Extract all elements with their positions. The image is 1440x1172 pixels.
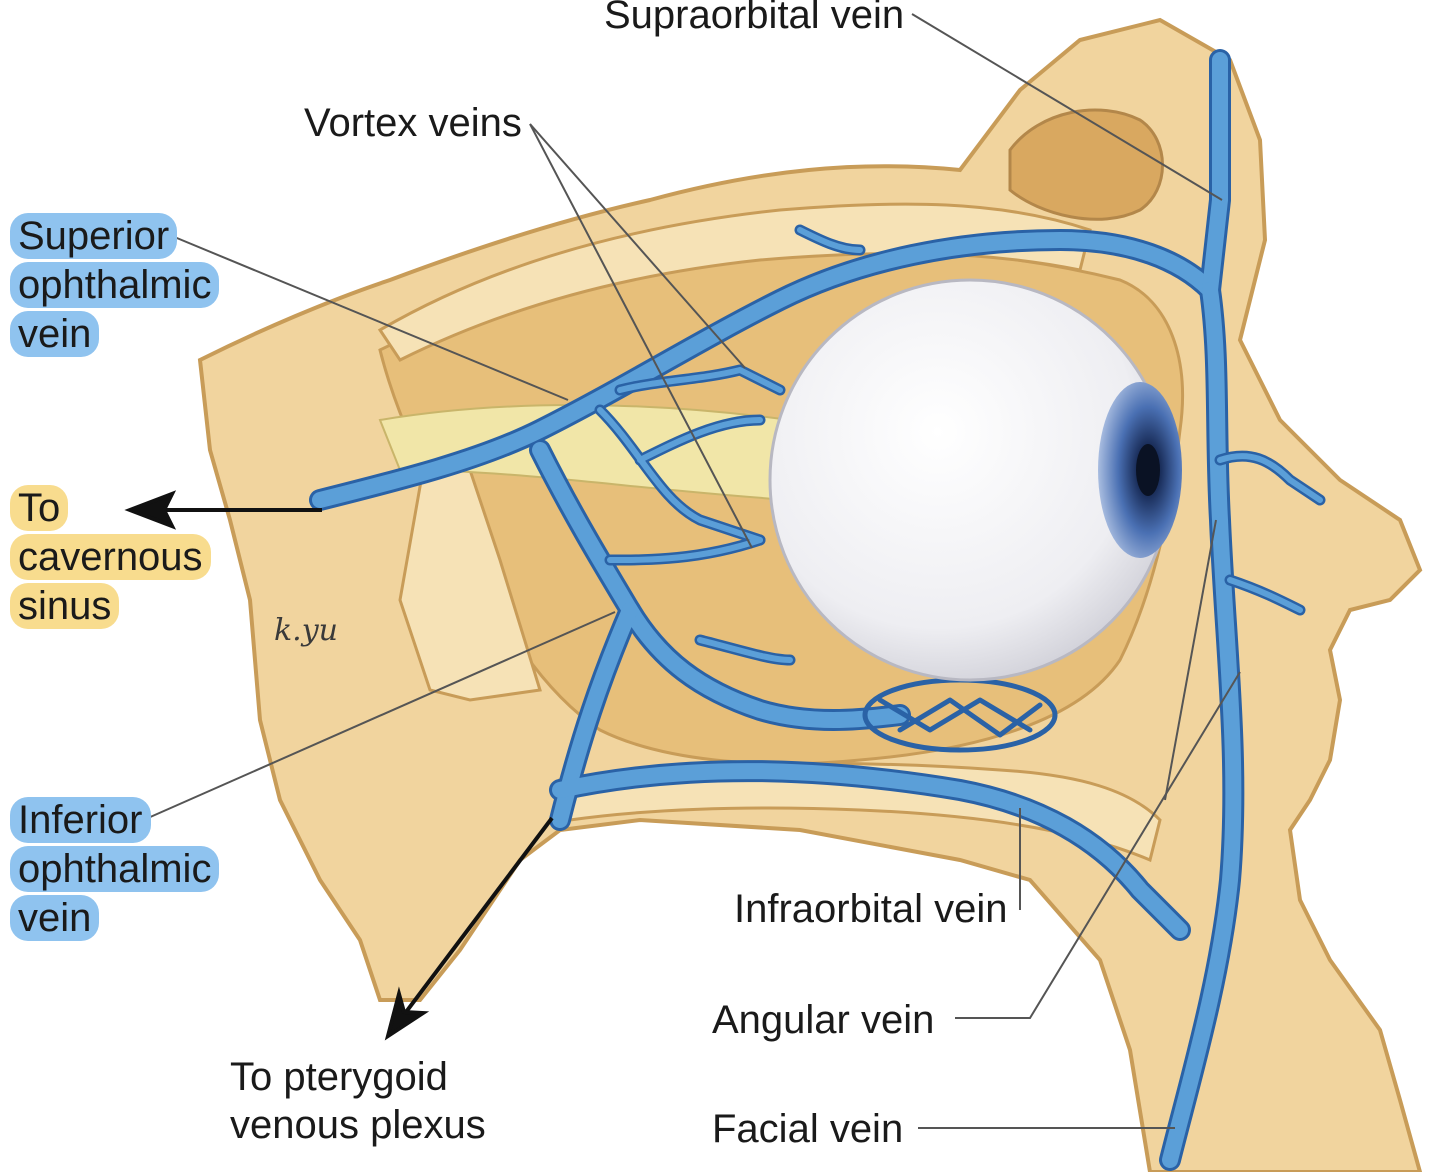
superior-line-1: Superior — [10, 213, 178, 259]
label-vortex-veins: Vortex veins — [304, 101, 522, 145]
artist-signature: k.yu — [274, 613, 338, 648]
cavernous-line-2: cavernous — [10, 534, 211, 580]
label-supraorbital-vein: Supraorbital vein — [604, 0, 905, 37]
inferior-line-2: ophthalmic — [10, 846, 220, 892]
leader-lines — [147, 13, 1241, 1129]
frontal-sinus — [1008, 108, 1164, 221]
superior-line-2: ophthalmic — [10, 262, 220, 308]
vein-network — [309, 49, 1326, 1171]
pterygoid-line-1: To pterygoid — [230, 1055, 448, 1099]
label-infraorbital-vein: Infraorbital vein — [734, 887, 1008, 931]
venous-plexus — [862, 677, 1058, 753]
arrows — [124, 490, 554, 1041]
cavernous-line-3: sinus — [10, 583, 120, 629]
pupil — [1136, 444, 1160, 496]
cavernous-line-1: To — [10, 485, 69, 531]
superior-line-3: vein — [10, 311, 100, 357]
eyeball — [768, 278, 1182, 682]
inferior-line-1: Inferior — [10, 797, 151, 843]
inferior-line-3: vein — [10, 895, 100, 941]
label-angular-vein: Angular vein — [712, 998, 935, 1042]
label-facial-vein: Facial vein — [712, 1107, 904, 1151]
pterygoid-line-2: venous plexus — [230, 1103, 486, 1147]
